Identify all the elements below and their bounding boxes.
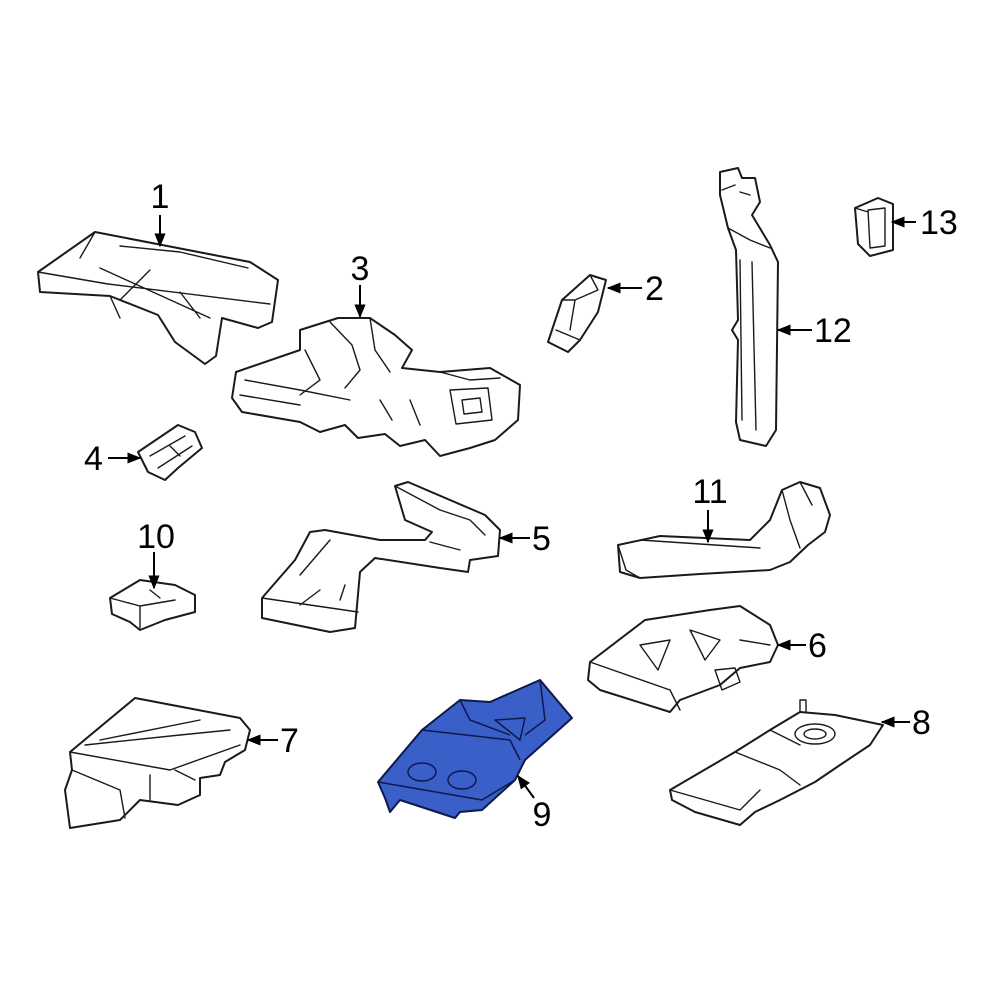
part-6-panel-duct[interactable] — [587, 605, 779, 713]
part-1-duct[interactable] — [37, 231, 279, 365]
callout-12: 12 — [814, 312, 852, 350]
callout-8: 8 — [912, 704, 931, 742]
part-11-duct[interactable] — [617, 481, 831, 579]
part-5-duct[interactable] — [261, 481, 501, 633]
callout-13: 13 — [920, 204, 958, 242]
callout-3: 3 — [351, 250, 370, 288]
part-9-highlighted-panel[interactable] — [377, 679, 573, 819]
callout-4: 4 — [84, 440, 103, 478]
callout-labels: 1 3 2 13 12 4 11 5 10 6 7 8 9 — [84, 178, 958, 834]
part-2-bracket[interactable] — [547, 274, 607, 353]
callout-7: 7 — [280, 722, 299, 760]
callout-6: 6 — [808, 627, 827, 665]
callout-11: 11 — [692, 473, 727, 511]
callout-10: 10 — [137, 518, 175, 556]
part-10-block[interactable] — [109, 579, 196, 631]
callout-1: 1 — [151, 178, 170, 216]
leader-lines — [108, 215, 916, 799]
callout-2: 2 — [645, 270, 664, 308]
part-3-hvac-module[interactable] — [231, 317, 521, 457]
part-13-clip[interactable] — [854, 197, 894, 257]
callout-5: 5 — [532, 520, 551, 558]
part-7-duct-block[interactable] — [64, 697, 251, 829]
part-8-floor-duct[interactable] — [669, 699, 884, 826]
part-12-vertical-duct[interactable] — [719, 167, 779, 447]
callout-9: 9 — [533, 796, 552, 834]
leader-9 — [517, 774, 535, 799]
part-4-bracket[interactable] — [137, 424, 203, 481]
